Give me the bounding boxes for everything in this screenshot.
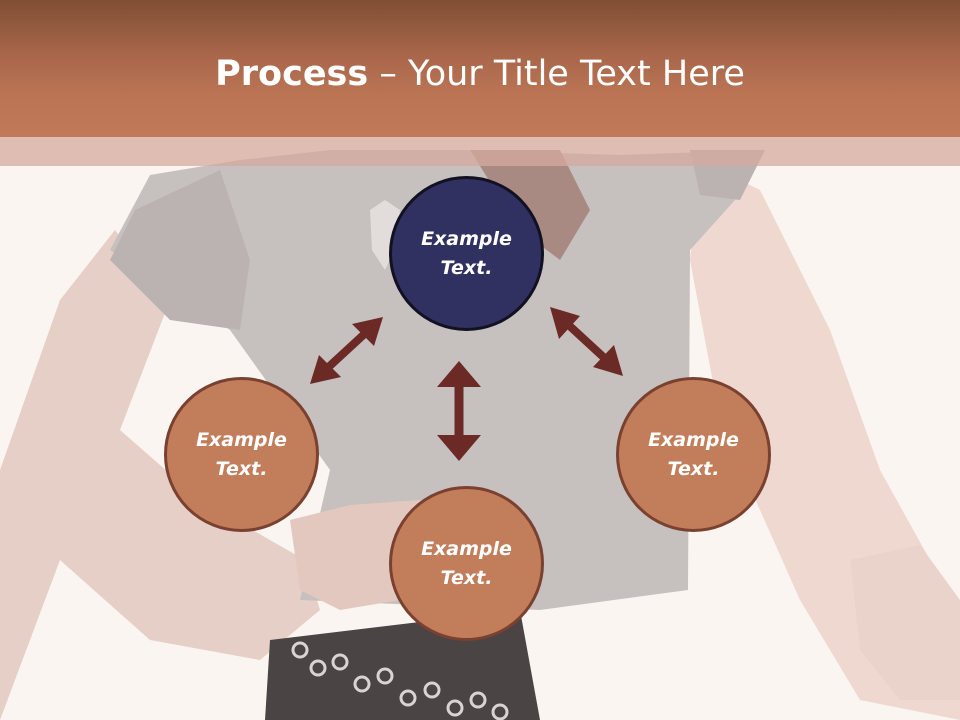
node-label-line2: Text. (440, 566, 493, 589)
title-rest: Your Title Text Here (407, 54, 745, 94)
title-header-bar (0, 0, 960, 137)
node-label-line2: Text. (215, 457, 268, 480)
title-bold-part: Process (215, 54, 369, 94)
node-label-line1: Example (421, 227, 512, 250)
header-accent-band (0, 137, 960, 166)
arrow-center-right (550, 307, 623, 376)
node-label-line2: Text. (667, 457, 720, 480)
node-label-line1: Example (196, 428, 287, 451)
process-node-right[interactable]: Example Text. (616, 377, 771, 532)
process-node-left[interactable]: Example Text. (164, 377, 319, 532)
arrow-center-bottom (437, 361, 481, 461)
node-label-line1: Example (421, 537, 512, 560)
node-label-line2: Text. (440, 256, 493, 279)
title-separator: – (368, 54, 408, 94)
arrow-center-left (310, 317, 383, 384)
process-node-bottom[interactable]: Example Text. (389, 486, 544, 641)
node-label-line1: Example (648, 428, 739, 451)
slide-title: Process – Your Title Text Here (0, 52, 960, 96)
process-node-center[interactable]: Example Text. (389, 176, 544, 331)
